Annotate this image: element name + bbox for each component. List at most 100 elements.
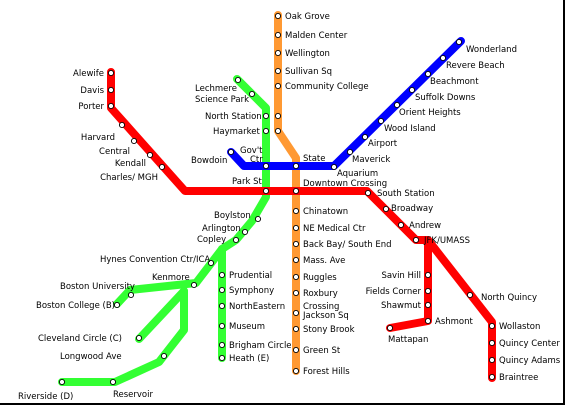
wollaston-marker[interactable] [488, 322, 496, 330]
label-stony-brook: Stony Brook [303, 325, 355, 335]
wellington-marker[interactable] [274, 49, 282, 57]
park-st-red-marker[interactable] [262, 187, 270, 195]
back-bay-marker[interactable] [292, 240, 300, 248]
kenmore-marker[interactable] [190, 281, 198, 289]
label-central: Central [99, 147, 130, 157]
airport-marker[interactable] [361, 133, 369, 141]
ashmont-marker[interactable] [424, 317, 432, 325]
kendall-marker[interactable] [146, 151, 154, 159]
reservoir-marker[interactable] [109, 378, 117, 386]
savin-hill-marker[interactable] [424, 271, 432, 279]
porter-marker[interactable] [107, 102, 115, 110]
label-braintree: Braintree [499, 373, 538, 383]
label-broadway: Broadway [391, 204, 433, 214]
shawmut-marker[interactable] [424, 301, 432, 309]
label-science-park: Science Park [195, 95, 249, 105]
broadway-marker[interactable] [382, 205, 390, 213]
community-college-marker[interactable] [274, 82, 282, 90]
label-shawmut: Shawmut [381, 301, 422, 311]
heath-marker[interactable] [218, 354, 226, 362]
braintree-marker[interactable] [488, 373, 496, 381]
mattapan-marker[interactable] [386, 324, 394, 332]
govt-ctr-marker[interactable] [262, 162, 270, 170]
label-davis: Davis [80, 86, 104, 96]
label-govt: Gov't [240, 146, 263, 156]
orient-heights-marker[interactable] [393, 101, 401, 109]
label-wellington: Wellington [285, 49, 330, 59]
label-downtown-crossing: Downtown Crossing [303, 179, 387, 189]
label-cleveland-circle: Cleveland Circle (C) [38, 334, 122, 344]
andrew-marker[interactable] [397, 221, 405, 229]
downtown-crossing-marker[interactable] [292, 187, 300, 195]
label-reservoir: Reservoir [113, 390, 153, 400]
south-station-marker[interactable] [364, 189, 372, 197]
quincy-center-marker[interactable] [488, 339, 496, 347]
boston-university-marker[interactable] [127, 291, 135, 299]
aquarium-marker[interactable] [330, 163, 338, 171]
alewife-marker[interactable] [107, 69, 115, 77]
suffolk-downs-marker[interactable] [408, 86, 416, 94]
oak-grove-marker[interactable] [274, 12, 282, 20]
northeastern-marker[interactable] [218, 302, 226, 310]
haymarket-orange-marker[interactable] [274, 127, 282, 135]
davis-marker[interactable] [107, 86, 115, 94]
bowdoin-marker[interactable] [227, 148, 235, 156]
label-boston-university: Boston University [60, 282, 135, 292]
label-boston-college: Boston College (B) [36, 301, 115, 311]
north-station-green-marker[interactable] [262, 112, 270, 120]
beachmont-marker[interactable] [424, 70, 432, 78]
longwood-ave-marker[interactable] [160, 352, 168, 360]
arlington-marker[interactable] [241, 228, 249, 236]
prudential-marker[interactable] [218, 271, 226, 279]
central-marker[interactable] [130, 137, 138, 145]
jfk-umass-marker[interactable] [412, 236, 420, 244]
chinatown-marker[interactable] [292, 207, 300, 215]
malden-center-marker[interactable] [274, 31, 282, 39]
museum-marker[interactable] [218, 322, 226, 330]
jackson-sq-marker[interactable] [292, 309, 300, 317]
revere-beach-marker[interactable] [439, 54, 447, 62]
right-border [563, 0, 565, 405]
haymarket-green-marker[interactable] [262, 127, 270, 135]
boylston-marker[interactable] [254, 215, 262, 223]
label-ruggles: Ruggles [303, 273, 337, 283]
roxbury-crossing-marker[interactable] [292, 289, 300, 297]
wonderland-marker[interactable] [455, 38, 463, 46]
riverside-marker[interactable] [58, 378, 66, 386]
north-station-orange-marker[interactable] [274, 112, 282, 120]
north-quincy-marker[interactable] [466, 291, 474, 299]
mass-ave-marker[interactable] [292, 256, 300, 264]
cleveland-circle-marker[interactable] [135, 334, 143, 342]
maverick-marker[interactable] [346, 148, 354, 156]
copley-marker[interactable] [232, 236, 240, 244]
label-fields-corner: Fields Corner [366, 287, 422, 297]
brigham-circle-marker[interactable] [218, 341, 226, 349]
lechmere-marker[interactable] [234, 76, 242, 84]
harvard-marker[interactable] [118, 121, 126, 129]
boston-college-marker[interactable] [113, 301, 121, 309]
green-line-riverside-branch [58, 287, 188, 386]
state-marker[interactable] [292, 162, 300, 170]
label-kenmore: Kenmore [152, 273, 190, 283]
sullivan-sq-marker[interactable] [274, 67, 282, 75]
stony-brook-marker[interactable] [292, 325, 300, 333]
green-st-marker[interactable] [292, 346, 300, 354]
label-malden-center: Malden Center [285, 31, 348, 41]
fields-corner-marker[interactable] [424, 287, 432, 295]
wood-island-marker[interactable] [377, 117, 385, 125]
label-harvard: Harvard [81, 133, 115, 143]
science-park-marker[interactable] [248, 90, 256, 98]
quincy-adams-marker[interactable] [488, 356, 496, 364]
symphony-marker[interactable] [218, 286, 226, 294]
hynes-marker[interactable] [207, 259, 215, 267]
charles-mgh-marker[interactable] [158, 163, 166, 171]
forest-hills-marker[interactable] [292, 367, 300, 375]
label-orient-heights: Orient Heights [399, 108, 461, 118]
label-forest-hills: Forest Hills [303, 367, 350, 377]
ruggles-marker[interactable] [292, 273, 300, 281]
label-park-st: Park St [232, 177, 262, 187]
label-prudential: Prudential [229, 271, 272, 281]
ne-medical-ctr-marker[interactable] [292, 224, 300, 232]
label-community-college: Community College [285, 82, 369, 92]
